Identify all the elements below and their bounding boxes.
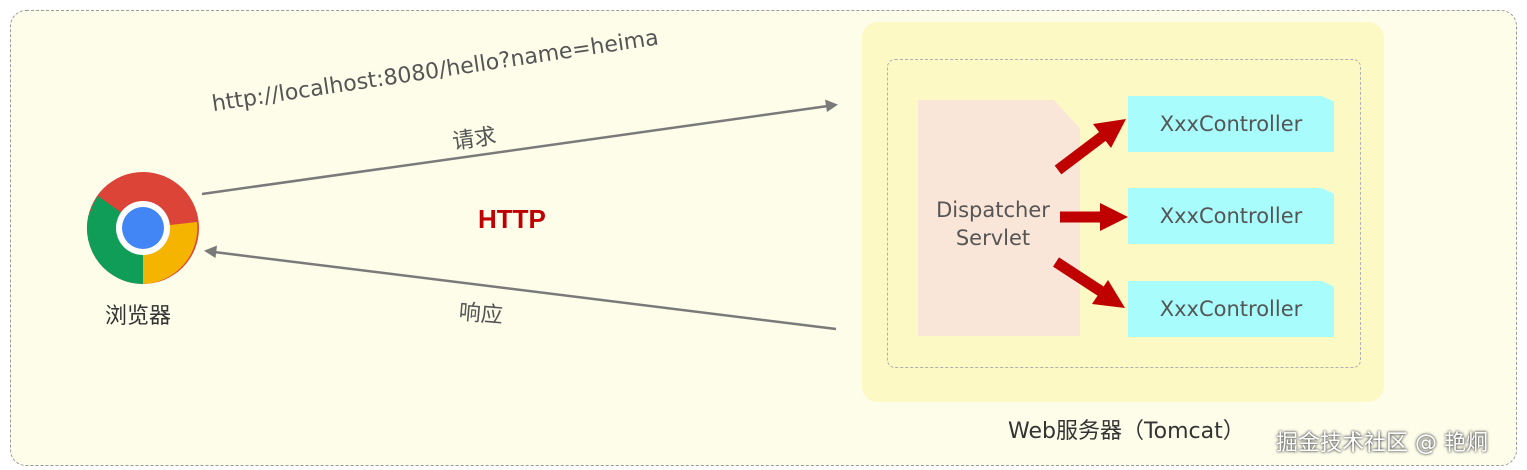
controller-label-3: XxxController bbox=[1159, 297, 1303, 321]
chrome-icon bbox=[86, 172, 199, 285]
web-server-label: Web服务器（Tomcat） bbox=[1008, 419, 1245, 444]
dispatcher-servlet-box bbox=[918, 100, 1080, 336]
watermark: 掘金技术社区 @ 艳炯 bbox=[1276, 431, 1488, 456]
browser-label: 浏览器 bbox=[105, 304, 172, 329]
response-arrow bbox=[204, 245, 837, 331]
dispatch-arrow-3 bbox=[1052, 257, 1125, 308]
request-label: 请求 bbox=[450, 124, 498, 155]
dispatch-arrow-1 bbox=[1054, 119, 1126, 175]
dispatcher-servlet-label: Dispatcher Servlet bbox=[936, 198, 1050, 250]
dispatch-arrow-2 bbox=[1060, 203, 1128, 231]
controller-label-1: XxxController bbox=[1159, 112, 1303, 136]
request-arrow bbox=[201, 99, 838, 196]
controller-box-2 bbox=[1128, 188, 1334, 244]
servlet-container-box bbox=[887, 59, 1361, 368]
controller-box-3 bbox=[1128, 281, 1334, 337]
controller-label-2: XxxController bbox=[1159, 204, 1303, 228]
response-label: 响应 bbox=[457, 300, 504, 329]
http-protocol-label: HTTP bbox=[478, 204, 546, 234]
controller-box-1 bbox=[1128, 96, 1334, 152]
